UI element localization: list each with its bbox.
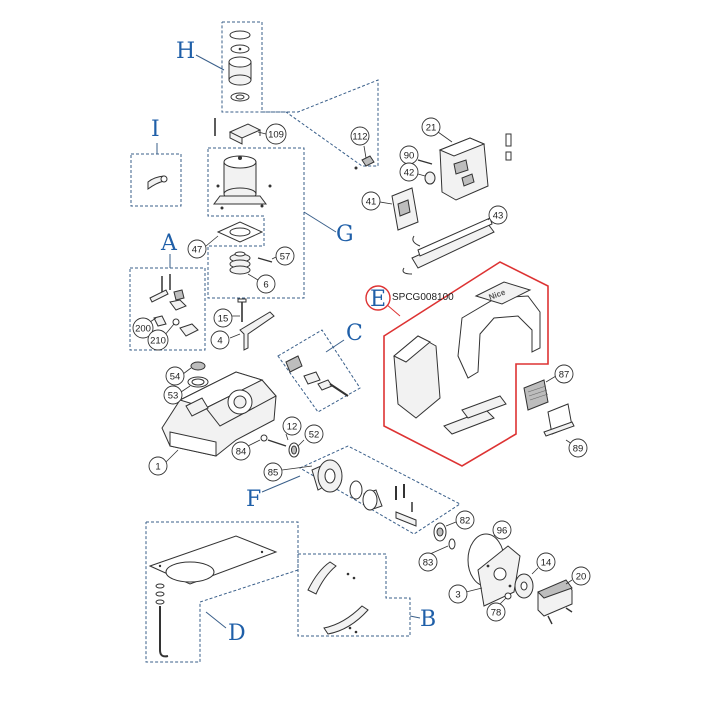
- a-parts: [149, 274, 199, 337]
- label-6: 6: [263, 280, 268, 291]
- label-1: 1: [155, 462, 160, 473]
- part-112[interactable]: 112: [350, 126, 375, 170]
- part-84[interactable]: 84: [231, 439, 261, 461]
- group-letter-a: A: [160, 231, 178, 256]
- part-57[interactable]: 57: [271, 246, 295, 266]
- g-coil: [229, 251, 251, 275]
- label-109: 109: [268, 130, 284, 141]
- label-43: 43: [493, 211, 504, 222]
- part-54[interactable]: 54: [165, 361, 206, 386]
- label-57: 57: [280, 252, 291, 263]
- group-letter-c: C: [346, 321, 363, 346]
- part-6[interactable]: 6: [247, 273, 276, 294]
- label-78: 78: [491, 608, 502, 619]
- group-letter-f: F: [246, 487, 261, 512]
- group-c[interactable]: C: [277, 321, 363, 413]
- label-41: 41: [366, 197, 377, 208]
- group-d[interactable]: D: [145, 521, 299, 663]
- label-87: 87: [559, 370, 570, 381]
- part-82[interactable]: 82: [433, 510, 475, 542]
- part-83[interactable]: 83: [418, 538, 456, 572]
- label-20: 20: [576, 572, 587, 583]
- label-210: 210: [150, 336, 166, 347]
- group-h[interactable]: H: [176, 21, 379, 167]
- part-47[interactable]: 47: [187, 235, 219, 259]
- label-42: 42: [404, 168, 415, 179]
- label-90: 90: [404, 151, 415, 162]
- part-15[interactable]: 15: [213, 298, 247, 328]
- label-4: 4: [217, 336, 222, 347]
- part-52[interactable]: 52: [288, 424, 324, 458]
- label-89: 89: [573, 444, 584, 455]
- part-53[interactable]: 53: [163, 376, 209, 405]
- highlighted-part-code: SPCG008100: [392, 292, 454, 303]
- g-motor: [213, 155, 272, 210]
- label-52: 52: [309, 430, 320, 441]
- part-85[interactable]: 85: [263, 462, 313, 482]
- label-83: 83: [423, 558, 434, 569]
- group-letter-h: H: [176, 39, 195, 64]
- group-i[interactable]: I: [130, 117, 182, 207]
- label-14: 14: [541, 558, 552, 569]
- label-85: 85: [268, 468, 279, 479]
- part-41[interactable]: 41: [361, 187, 419, 231]
- part-14[interactable]: 14: [514, 552, 556, 599]
- group-b[interactable]: B: [297, 553, 436, 637]
- part-109[interactable]: 109: [214, 118, 287, 145]
- part-43[interactable]: 43: [402, 205, 508, 275]
- part-78[interactable]: 78: [486, 592, 512, 622]
- label-84: 84: [236, 447, 247, 458]
- group-letter-d: D: [228, 621, 246, 646]
- label-200: 200: [135, 324, 151, 335]
- part-89[interactable]: 89: [543, 403, 588, 458]
- label-12: 12: [287, 422, 298, 433]
- e-cover-parts: Nice: [393, 281, 541, 435]
- group-letter-e: E: [370, 287, 386, 312]
- group-a[interactable]: A: [129, 231, 206, 351]
- part-90[interactable]: 90: [399, 145, 433, 165]
- group-g[interactable]: G: [207, 147, 354, 299]
- part-12[interactable]: 12: [260, 416, 302, 447]
- label-54: 54: [170, 372, 181, 383]
- label-82: 82: [460, 516, 471, 527]
- label-112: 112: [352, 132, 367, 143]
- part-87[interactable]: 87: [523, 364, 574, 411]
- group-letter-g: G: [336, 222, 354, 247]
- label-96: 96: [497, 526, 508, 537]
- part-1-base[interactable]: 1: [148, 371, 277, 476]
- part-200[interactable]: 200: [132, 317, 157, 339]
- label-21: 21: [426, 123, 437, 134]
- group-letter-b: B: [420, 607, 436, 632]
- group-f[interactable]: F: [246, 445, 461, 535]
- label-53: 53: [168, 391, 179, 402]
- part-210[interactable]: 210: [147, 323, 175, 351]
- group-e[interactable]: Nice E SPCG008100: [365, 261, 549, 467]
- h-stack-parts: [228, 30, 252, 102]
- part-20[interactable]: 20: [537, 566, 591, 625]
- label-3: 3: [455, 590, 460, 601]
- label-47: 47: [192, 245, 203, 256]
- part-42[interactable]: 42: [399, 162, 436, 185]
- group-letter-i: I: [151, 117, 160, 142]
- part-21[interactable]: 21: [421, 117, 512, 201]
- part-3[interactable]: 3: [448, 545, 521, 607]
- label-15: 15: [218, 314, 229, 325]
- part-4[interactable]: 4: [210, 311, 275, 351]
- f-parts: [311, 459, 417, 527]
